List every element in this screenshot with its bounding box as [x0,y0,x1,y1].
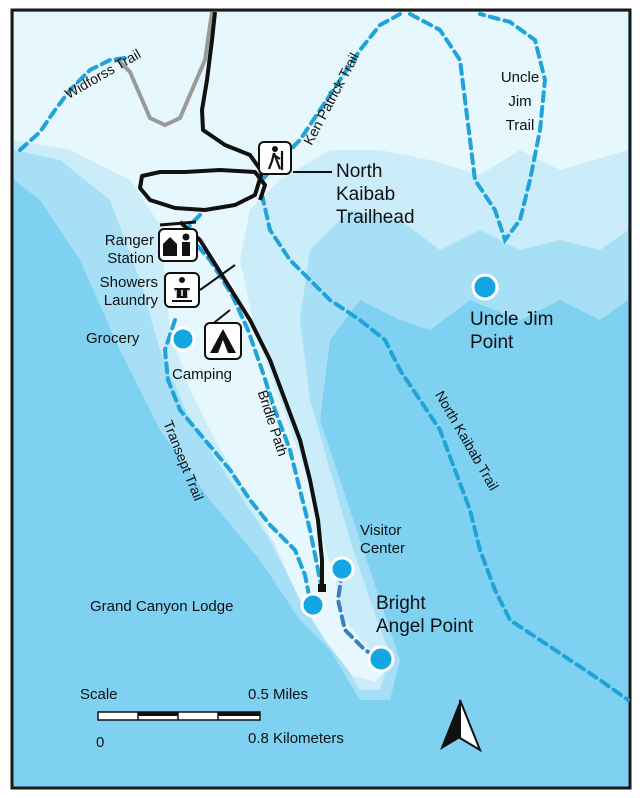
uncle-jim-point-label: Uncle Jim Point [470,309,554,353]
gray-road [116,11,214,128]
scale-km: 0.8 Kilometers [248,730,344,747]
leader-showers [199,264,236,291]
hiker-icon[interactable] [258,141,292,175]
uncle-jim-point-marker[interactable] [471,273,499,301]
scale-bar [97,711,261,721]
bridle-path [186,233,324,592]
transept-trail [162,318,312,602]
plateau [14,12,628,682]
showers-laundry-label: Showers Laundry [99,274,158,309]
road-end [318,584,326,592]
showers-laundry-icon[interactable] [164,272,200,308]
bright-angel-point-marker[interactable] [367,645,395,673]
camping-label: Camping [172,366,233,383]
main-road [138,11,324,590]
visitor-center-label: Visitor Center [360,522,406,557]
north-kaibab-trail [260,193,630,702]
lodge-label: Grand Canyon Lodge [90,598,234,615]
scale-zero: 0 [96,734,105,751]
visitor-center-marker[interactable] [329,556,355,582]
scale-title: Scale [80,686,118,703]
widforss-trail [18,56,127,152]
grocery-label: Grocery [86,330,140,347]
grocery-marker[interactable] [170,326,196,352]
trailhead-label: North Kaibab Trailhead [336,161,415,228]
camping-tent-icon[interactable] [204,322,242,360]
lodge-marker[interactable] [300,592,326,618]
ranger-station-icon[interactable] [158,228,198,262]
ranger-station-label: Ranger Station [104,232,154,267]
uncle-jim-trail [408,12,548,245]
road-spur [159,220,197,227]
uncle-jim-trail-label: Uncle Jim Trail [500,69,540,134]
north-arrow-icon [440,699,483,753]
bright-angel-point-label: Bright Angel Point [376,593,474,637]
scale-miles: 0.5 Miles [248,686,309,703]
